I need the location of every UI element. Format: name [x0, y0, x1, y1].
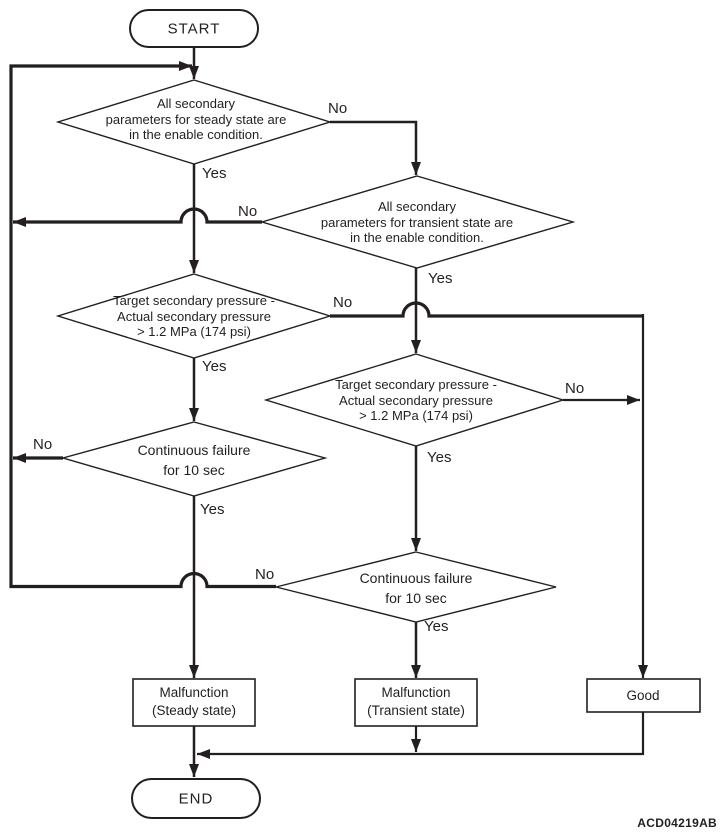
- malfunction-transient-label: Malfunction (Transient state): [367, 684, 465, 720]
- branch-label-transient-pressure-no: No: [565, 380, 585, 397]
- branch-label-steady-params-no: No: [328, 100, 348, 117]
- good-label: Good: [626, 688, 660, 703]
- process-malfunction-steady: [132, 678, 256, 727]
- text-line: All secondary: [156, 95, 236, 111]
- decision-transient-failure-label: Continuous failure for 10 sec: [360, 568, 473, 608]
- edge-steady-pressure-no: [330, 301, 643, 318]
- decision-steady-pressure: [55, 273, 333, 359]
- text-line: for 10 sec: [163, 462, 225, 478]
- text-line: > 1.2 MPa (174 psi): [359, 407, 473, 423]
- text-line: Malfunction: [381, 685, 451, 700]
- figure-code: ACD04219AB: [637, 816, 717, 830]
- decision-transient-params: [259, 175, 576, 269]
- branch-label-transient-pressure-yes: Yes: [427, 449, 452, 466]
- branch-label-steady-failure-no: No: [33, 436, 53, 453]
- decision-transient-pressure-label: Target secondary pressure - Actual secon…: [335, 377, 497, 424]
- decision-steady-failure-label: Continuous failure for 10 sec: [138, 440, 251, 480]
- edge-transient-params-no: [13, 207, 262, 227]
- branch-label-transient-failure-no: No: [255, 566, 275, 583]
- decision-transient-pressure: [263, 353, 566, 447]
- decision-steady-params-label: All secondary parameters for steady stat…: [106, 96, 287, 143]
- decision-transient-params-label: All secondary parameters for transient s…: [321, 199, 513, 246]
- text-line: All secondary: [377, 198, 457, 214]
- text-line: Target secondary pressure -: [335, 376, 497, 392]
- decision-steady-pressure-label: Target secondary pressure - Actual secon…: [113, 293, 275, 340]
- branch-label-steady-pressure-yes: Yes: [202, 358, 227, 375]
- text-line: Continuous failure: [137, 442, 251, 458]
- text-line: for 10 sec: [385, 590, 447, 606]
- end-label: END: [178, 790, 214, 808]
- text-line: Target secondary pressure -: [113, 292, 275, 308]
- branch-label-steady-failure-yes: Yes: [200, 501, 225, 518]
- start-label: START: [167, 20, 221, 38]
- text-line: Continuous failure: [359, 570, 473, 586]
- edge-steady-params-no: [330, 120, 421, 175]
- decision-steady-failure: [60, 421, 328, 497]
- decision-transient-failure: [275, 551, 557, 623]
- text-line: parameters for steady state are: [105, 111, 287, 127]
- text-line: Actual secondary pressure: [339, 392, 493, 408]
- text-line: parameters for transient state are: [320, 214, 514, 230]
- edge-loop-back-left: [9, 61, 276, 589]
- branch-label-transient-failure-yes: Yes: [424, 618, 449, 635]
- branch-label-transient-params-no: No: [238, 203, 258, 220]
- text-line: Malfunction: [159, 685, 229, 700]
- text-line: (Transient state): [367, 703, 465, 718]
- text-line: (Steady state): [151, 703, 237, 718]
- text-line: Actual secondary pressure: [117, 308, 271, 324]
- process-good: [586, 678, 701, 713]
- decision-steady-params: [55, 79, 333, 165]
- text-line: > 1.2 MPa (174 psi): [137, 323, 251, 339]
- end-terminator: [131, 778, 261, 819]
- branch-label-steady-params-yes: Yes: [202, 165, 227, 182]
- edge-good-merge: [197, 712, 645, 759]
- branch-label-steady-pressure-no: No: [333, 294, 353, 311]
- branch-label-transient-params-yes: Yes: [428, 270, 453, 287]
- text-line: in the enable condition.: [129, 126, 263, 142]
- process-malfunction-transient: [354, 678, 478, 727]
- malfunction-steady-label: Malfunction (Steady state): [152, 684, 236, 720]
- text-line: in the enable condition.: [350, 229, 484, 245]
- start-terminator: [129, 9, 259, 48]
